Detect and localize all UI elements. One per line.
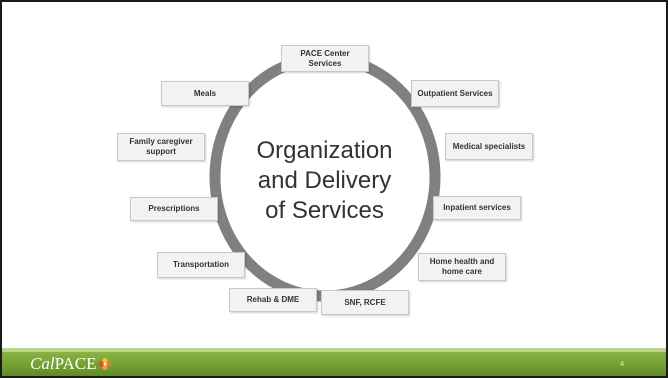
service-box-rehab-and-dme: Rehab & DME xyxy=(229,288,317,312)
service-box-family-caregiver-support: Family caregiver support xyxy=(117,133,205,161)
center-title: Organization and Delivery of Services xyxy=(222,136,427,226)
service-box-home-health-and-home-care: Home health and home care xyxy=(418,253,506,281)
center-title-line-1: Organization xyxy=(256,137,393,164)
service-box-medical-specialists: Medical specialists xyxy=(445,133,533,160)
service-box-inpatient-services: Inpatient services xyxy=(433,196,521,220)
service-box-pace-center-services: PACE Center Services xyxy=(281,45,369,72)
page-number: 4 xyxy=(620,361,624,368)
logo-pace-text: PACE xyxy=(54,354,97,373)
footer-bar xyxy=(2,352,666,376)
service-box-snf-rcfe: SNF, RCFE xyxy=(321,290,409,315)
logo-cal-text: Cal xyxy=(30,354,55,373)
service-box-meals: Meals xyxy=(161,81,249,106)
center-title-line-3: of Services xyxy=(265,197,384,224)
center-title-line-2: and Delivery xyxy=(257,167,392,194)
service-box-outpatient-services: Outpatient Services xyxy=(411,80,499,107)
service-box-prescriptions: Prescriptions xyxy=(130,197,218,221)
footer-accent-line xyxy=(2,348,666,352)
flower-icon xyxy=(99,357,112,371)
service-box-transportation: Transportation xyxy=(157,252,245,278)
